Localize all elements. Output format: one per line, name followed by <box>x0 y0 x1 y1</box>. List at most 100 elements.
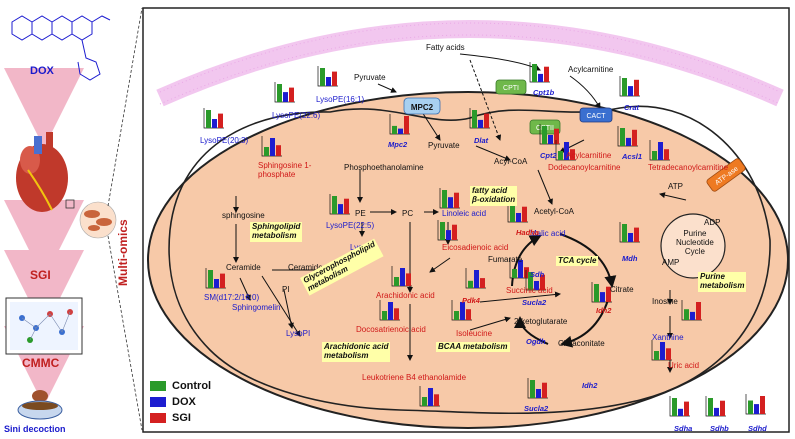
bar-sgi <box>524 267 529 278</box>
mini-chart-tetradecanoylcarnitine <box>649 140 670 161</box>
mini-chart-axis <box>391 266 412 287</box>
bar-sgi <box>454 192 459 208</box>
mini-chart-axis <box>617 126 638 147</box>
bar-sgi <box>466 309 471 320</box>
arachidonic-acid: Arachidonic acid <box>376 291 435 300</box>
enzyme-cpt2: Cpt2 <box>540 151 557 160</box>
xanthine: Xanthine <box>652 333 684 342</box>
bar-control <box>652 151 657 160</box>
bar-sgi <box>632 129 637 146</box>
lysope-20-3: LysoPE(20:3) <box>200 136 249 145</box>
mini-chart-crat <box>619 76 640 97</box>
legend-control-swatch <box>150 381 166 391</box>
mini-chart-eicosadienoic-acid <box>437 220 458 241</box>
mini-chart-mpc2 <box>389 114 410 135</box>
mini-chart-axis <box>469 108 490 129</box>
bar-dox <box>534 281 539 290</box>
mini-chart-docosatrienoic-acid <box>379 300 400 321</box>
mini-chart-axis <box>205 268 226 289</box>
multi-omics-label: Multi-omics <box>116 219 130 286</box>
bar-control <box>422 397 427 406</box>
bar-sgi <box>606 286 611 302</box>
lysope-22-6: LysoPE(22:6) <box>272 111 321 120</box>
sphingomelin: Sphingomelin <box>232 303 281 312</box>
pathway-arachidonic: Arachidonic acid metabolism <box>322 342 391 362</box>
bar-dox <box>460 302 465 320</box>
acylcarnitine-top: Acylcarnitine <box>568 65 614 74</box>
purine-cycle-circle <box>660 213 726 279</box>
bar-control <box>684 309 689 320</box>
cpt1-label: CPTI <box>503 85 519 92</box>
eicosadienoic-acid: Eicosadienoic acid <box>442 243 509 252</box>
mini-chart-axis <box>379 300 400 321</box>
mini-chart-axis <box>525 270 546 291</box>
mini-chart-axis <box>465 268 486 289</box>
mini-chart-axis <box>509 258 530 279</box>
pe: PE <box>355 209 366 218</box>
enzyme-mpc2: Mpc2 <box>388 140 408 149</box>
bar-sgi <box>720 400 725 416</box>
mini-chart-axis <box>619 222 640 243</box>
dodecanoylcarnitine: Dodecanoylcarnitine <box>548 163 621 172</box>
lysope-22-5: LysoPE(22:5) <box>326 221 375 230</box>
tca-cycle-arrows <box>511 233 617 348</box>
mini-chart-axis <box>591 282 612 303</box>
bar-sgi <box>570 149 575 160</box>
cact-transporter <box>579 107 613 123</box>
pathway-fatty-acid: fatty acid β-oxidation <box>470 186 518 206</box>
bar-dox <box>628 86 633 96</box>
legend-control: Control <box>172 380 212 392</box>
enzyme-pdk4: Pdk4 <box>462 296 480 305</box>
bar-control <box>654 351 659 360</box>
fumarate: Fumarate <box>488 255 523 264</box>
succinic-acid: Succinic acid <box>506 286 553 295</box>
mini-chart-axis <box>203 108 224 129</box>
mini-chart-xanthine <box>681 300 702 321</box>
sini-decoction-icon <box>17 390 63 420</box>
bar-dox <box>660 342 665 360</box>
bar-sgi <box>522 206 527 222</box>
bar-dox <box>628 233 633 242</box>
bar-control <box>442 190 447 208</box>
enzyme-sdh: Sdh <box>530 270 545 279</box>
bar-control <box>594 284 599 302</box>
mini-chart-sdha <box>669 396 690 417</box>
mini-chart-acsl1 <box>617 126 638 147</box>
legend-dox: DOX <box>172 396 196 408</box>
mini-chart-axis <box>555 140 576 161</box>
mini-chart-axis <box>451 300 472 321</box>
bar-dox <box>214 279 219 288</box>
enzyme-sucla2-bottom: Sucla2 <box>524 404 549 413</box>
bar-sgi <box>289 87 294 102</box>
citrate: Citrate <box>610 285 634 294</box>
bar-dox <box>283 92 288 102</box>
enzyme-crat: Crat <box>624 103 640 112</box>
bar-control <box>622 78 627 96</box>
enzyme-ogdh: Ogdh <box>526 337 546 346</box>
bar-sgi <box>684 401 689 416</box>
mini-chart-axis <box>529 62 550 83</box>
bar-dox <box>548 135 553 144</box>
bar-sgi <box>666 348 671 360</box>
bar-sgi <box>664 149 669 160</box>
bar-dox <box>600 292 605 302</box>
bar-control <box>672 398 677 416</box>
mini-chart-lysope-20-3- <box>203 108 224 129</box>
enzyme-sdhd: Sdhd <box>748 424 767 433</box>
atpase-transporter <box>706 158 746 192</box>
bar-dox <box>446 230 451 240</box>
mini-chart-sphingosine-1-phosphate <box>261 136 282 157</box>
bar-dox <box>714 407 719 416</box>
dox-molecule-icon <box>11 15 111 81</box>
cmmc-network-icon <box>5 297 83 355</box>
bar-sgi <box>634 227 639 242</box>
sphingosine-1-phosphate: Sphingosine 1- phosphate <box>258 161 312 179</box>
bar-dox <box>690 311 695 320</box>
mpc2-label: MPC2 <box>411 103 434 112</box>
sgi-title: SGI <box>30 268 51 282</box>
bar-control <box>332 196 337 214</box>
pathway-sphingolipid: Sphingolipid metabolism <box>250 222 303 242</box>
bar-control <box>382 311 387 320</box>
pyruvate-in: Pyruvate <box>428 141 460 150</box>
legend-dox-swatch <box>150 397 166 407</box>
